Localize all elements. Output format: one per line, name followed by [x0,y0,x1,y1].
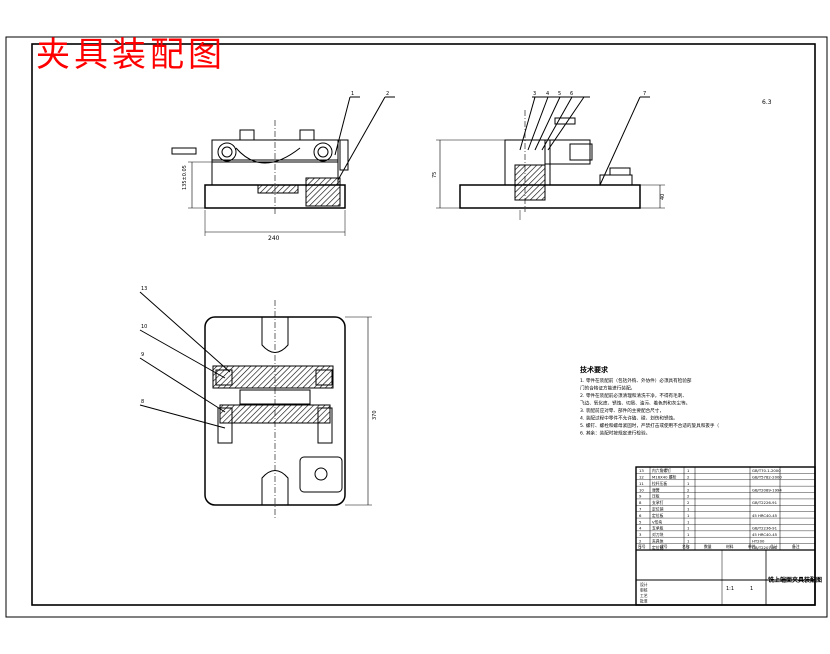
bom-cell-qty: 2 [687,545,690,550]
leader-6: 6 [570,91,573,97]
bom-cell-name: 内六角螺钉 [652,468,671,473]
bom-cell-std: GB/T70.1-2000 [752,468,781,473]
leader-1: 1 [351,91,354,97]
bom-cell-std: GB/T2226-91 [752,500,778,505]
drawing-title: 铣上端面夹具装配图 [768,576,822,584]
bom-cell-qty: 2 [687,487,690,492]
bom-cell-name: 定位板 [652,513,664,518]
bom-header-cell: 序号 [638,544,646,549]
bom-cell-name: 定位销 [652,506,664,511]
bom-cell-qty: 1 [687,538,690,543]
bom-header-cell: 备注 [792,544,800,549]
bom-cell-std: 45 HRC40-45 [752,513,778,518]
bom-cell-name: 夹具体 [652,538,664,543]
bom-cell-name: 定位键 [652,545,664,550]
bom-cell-std: GB/T2089-1994 [752,487,782,492]
bom-cell-no: 7 [639,506,642,511]
bom-cell-qty: 1 [687,468,690,473]
bom-cell-qty: 1 [687,526,690,531]
tech-req-line: 飞边、氧化皮、锈蚀、切屑、油污、着色剂和灰尘等。 [580,400,690,407]
bom-cell-std: HT200 [752,538,765,543]
tech-req-line: 门的合格证方能进行装配。 [580,385,635,392]
bom-cell-name: 对刀块 [652,532,664,537]
scale: 1:1 [726,586,734,592]
tech-req-lines: 1. 零件在装配前（包括外购、外协件）必须具有检验部门的合格证方能进行装配。2.… [580,377,719,437]
bom-cell-no: 5 [639,519,642,524]
bom-cell-qty: 1 [687,506,690,511]
inner-border [31,43,816,606]
bom-cell-qty: 2 [687,494,690,499]
tech-req-line: 2. 零件在装配前必须清理和清洗干净，不得有毛刺、 [580,392,687,399]
bom-cell-name: 支承板 [652,526,664,531]
bom-header-cell: 总计 [770,544,778,549]
title-block-label: 设计 [640,582,648,587]
sheet-number: 1 [750,586,753,592]
bom-cell-name: 压板 [652,494,660,499]
leader-13: 13 [141,286,147,292]
bom-cell-no: 11 [639,481,644,486]
bom-header-cell: 名称 [682,544,690,549]
title-block-label: 审核 [640,588,648,593]
tech-req-line: 6. 其余：装配时按规定进行检验。 [580,430,650,437]
leader-7: 7 [643,91,646,97]
roughness-mark: 6.3 [762,99,772,106]
bom-cell-name: M16X40 螺栓 [652,475,677,480]
outer-border [5,36,828,618]
bom-cell-std: GB/T2236-91 [752,526,778,531]
bom-cell-qty: 1 [687,532,690,537]
bom-cell-qty: 1 [687,481,690,486]
leader-8: 8 [141,399,144,405]
front-view [171,96,395,236]
bom-cell-name: 弹簧 [652,487,660,492]
side-height-dim: 75 [432,172,438,178]
front-width-dim: 240 [268,235,280,242]
bom-header-cell: 单件 [748,544,756,549]
tech-req-heading: 技术要求 [580,365,609,374]
bom-cell-qty: 2 [687,500,690,505]
plan-view [139,291,372,520]
bom-header-cell: 数量 [704,544,712,549]
title-block-label: 批准 [640,599,648,604]
bom-cell-no: 9 [639,494,642,499]
bom-cell-no: 13 [639,468,644,473]
bom-cell-std: 45 HRC40-45 [752,532,778,537]
tech-req-line: 5. 螺钉、螺栓和螺母紧固时，严禁打击或使用不合适的旋具和扳手（ [580,422,719,429]
leader-9: 9 [141,352,144,358]
bom-cell-no: 6 [639,513,642,518]
tech-req-line: 1. 零件在装配前（包括外购、外协件）必须具有检验部 [580,377,692,384]
tech-req-line: 4. 装配过程中零件不允许磕、碰、划伤和锈蚀。 [580,415,678,422]
bom-cell-no: 12 [639,475,644,480]
bom-cell-qty: 2 [687,475,690,480]
leader-2: 2 [386,91,389,97]
front-height-dim: 135±0.05 [182,165,188,190]
bom-cell-no: 2 [639,538,642,543]
bom-cell-qty: 1 [687,513,690,518]
leader-10: 10 [141,324,147,330]
side-view [436,96,665,220]
bom-cell-qty: 1 [687,519,690,524]
bom-cell-name: 支承钉 [652,500,664,505]
bom-cell-no: 10 [639,487,644,492]
bom-cell-name: V形块 [652,519,662,524]
leader-3: 3 [533,91,536,97]
bom-cell-no: 4 [639,526,642,531]
bom-header-cell: 代号 [660,544,668,549]
bom-cell-no: 8 [639,500,642,505]
plan-height-dim: 370 [372,410,378,420]
drawing-title-red: 夹具装配图 [36,35,226,75]
bom-cell-no: 1 [639,545,642,550]
bom-cell-name: 拉杆压板 [652,481,667,486]
bom-cell-std: GB/T5782-2000 [752,475,782,480]
leader-5: 5 [558,91,561,97]
tech-req-line: 3. 装配前应对零、部件的主要配合尺寸， [580,407,664,414]
bom-header-cell: 材料 [726,544,734,549]
title-block-label: 工艺 [640,593,648,598]
leader-4: 4 [546,91,549,97]
side-small-dim: 40 [660,194,666,200]
bom-cell-std: GB/T2207-91 [752,545,778,550]
bom-cell-no: 3 [639,532,642,537]
